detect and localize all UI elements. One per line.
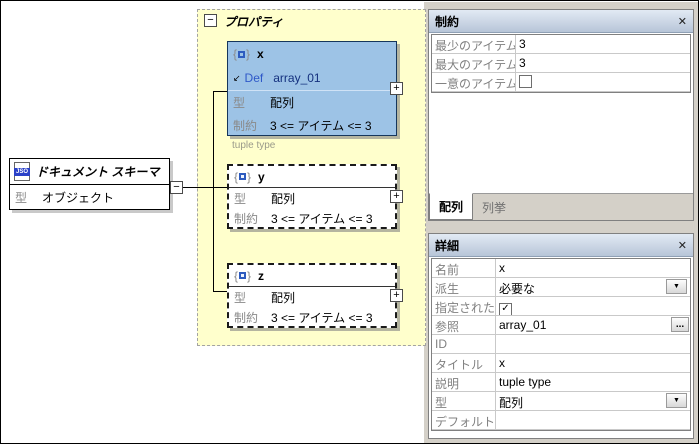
object-property-icon: {}	[234, 268, 252, 283]
node-y-type-label: 型	[234, 191, 247, 206]
details-row-reference: 参照 array_01 ...	[432, 316, 690, 335]
details-row-id: ID	[432, 335, 690, 354]
chevron-down-icon[interactable]: ▼	[666, 279, 687, 294]
document-type-value: オブジェクト	[42, 190, 115, 205]
document-schema-title: ドキュメント スキーマ	[36, 165, 160, 179]
constraints-row-max-items: 最大のアイテム 3	[432, 54, 690, 73]
constraints-tabstrip: 配列 列挙	[429, 193, 693, 220]
connector-line	[183, 187, 213, 188]
node-y-name: y	[258, 169, 265, 184]
specified-checkbox[interactable]: ✓	[499, 303, 512, 315]
node-y-type-value: 配列	[271, 191, 296, 206]
type-value[interactable]: 配列	[499, 396, 524, 410]
node-z-expand-button[interactable]: +	[390, 289, 403, 302]
node-x-expand-button[interactable]: +	[390, 82, 403, 95]
node-x-constraint-label: 制約	[233, 119, 258, 133]
connector-branch-y	[214, 187, 227, 188]
property-node-y[interactable]: {} y 型 配列 制約 3 <= アイテム <= 3	[227, 164, 397, 229]
tab-enumeration[interactable]: 列挙	[482, 200, 507, 215]
property-node-x[interactable]: {} x ↙ Def array_01 型 配列 制約 3 <= アイテム <=…	[227, 41, 397, 136]
property-node-z[interactable]: {} z 型 配列 制約 3 <= アイテム <= 3	[227, 263, 397, 328]
reference-value[interactable]: array_01	[499, 318, 547, 332]
node-y-expand-button[interactable]: +	[390, 190, 403, 203]
node-x-name: x	[257, 47, 264, 61]
close-icon[interactable]: ✕	[677, 239, 687, 252]
max-items-value[interactable]: 3	[519, 56, 526, 70]
details-row-description: 説明 tuple type	[432, 373, 690, 392]
title-value[interactable]: x	[499, 356, 505, 370]
node-x-annotation: tuple type	[232, 140, 276, 151]
node-y-constraint-label: 制約	[234, 211, 259, 226]
constraints-panel-title: 制約	[435, 14, 460, 29]
constraints-panel: 制約 ✕ 最少のアイテム 3 最大のアイテム 3 一意のアイテム 配列 列挙	[428, 9, 694, 221]
document-type-label: 型	[15, 190, 28, 205]
tab-array[interactable]: 配列	[429, 193, 474, 220]
chevron-down-icon[interactable]: ▼	[666, 393, 687, 408]
details-panel-titlebar: 詳細 ✕	[429, 234, 693, 257]
document-schema-header: JSO ドキュメント スキーマ	[10, 159, 169, 185]
connector-branch-z	[214, 291, 227, 292]
constraints-row-min-items: 最少のアイテム 3	[432, 35, 690, 54]
object-property-icon: {}	[234, 169, 252, 184]
details-row-name: 名前 x	[432, 259, 690, 278]
browse-ellipsis-button[interactable]: ...	[671, 317, 689, 332]
constraints-panel-titlebar: 制約 ✕	[429, 10, 693, 33]
reference-arrow-icon: ↙	[233, 72, 241, 83]
details-row-default: デフォルト	[432, 411, 690, 430]
document-schema-node[interactable]: JSO ドキュメント スキーマ 型 オブジェクト	[9, 158, 170, 210]
details-panel-title: 詳細	[435, 238, 460, 253]
description-value[interactable]: tuple type	[499, 375, 552, 389]
details-grid: 名前 x 派生 必要な ▼ 指定された ✓ 参照 array_01 ... ID	[431, 258, 691, 431]
derivation-value[interactable]: 必要な	[499, 282, 536, 296]
node-z-constraint-value: 3 <= アイテム <= 3	[271, 310, 373, 325]
node-z-type-label: 型	[234, 290, 247, 305]
constraints-grid: 最少のアイテム 3 最大のアイテム 3 一意のアイテム	[431, 34, 691, 93]
object-property-icon: {}	[233, 47, 251, 61]
constraints-row-unique-items: 一意のアイテム	[432, 73, 690, 92]
node-x-type-value: 配列	[270, 96, 295, 110]
node-z-constraint-label: 制約	[234, 310, 259, 325]
node-x-constraint-value: 3 <= アイテム <= 3	[270, 119, 372, 133]
details-row-derivation: 派生 必要な ▼	[432, 278, 690, 297]
min-items-value[interactable]: 3	[519, 37, 526, 51]
document-collapse-button[interactable]: −	[170, 181, 183, 194]
node-z-type-value: 配列	[271, 290, 296, 305]
properties-container-label: プロパティ	[224, 15, 284, 29]
connector-trunk-line	[213, 91, 214, 292]
json-document-icon: JSO	[14, 162, 30, 181]
details-row-title: タイトル x	[432, 354, 690, 373]
node-x-def-label: Def	[244, 71, 264, 85]
node-y-constraint-value: 3 <= アイテム <= 3	[271, 211, 373, 226]
name-value[interactable]: x	[499, 261, 505, 275]
details-panel: 詳細 ✕ 名前 x 派生 必要な ▼ 指定された ✓ 参照 array_01 .…	[428, 233, 694, 439]
unique-items-checkbox[interactable]	[519, 75, 532, 88]
close-icon[interactable]: ✕	[677, 15, 687, 28]
node-x-def-value[interactable]: array_01	[273, 71, 321, 85]
node-z-name: z	[258, 268, 265, 283]
details-row-specified: 指定された ✓	[432, 297, 690, 316]
container-collapse-button[interactable]: −	[204, 14, 217, 27]
connector-branch-x	[214, 91, 227, 92]
node-x-type-label: 型	[233, 96, 246, 110]
details-row-type: 型 配列 ▼	[432, 392, 690, 411]
